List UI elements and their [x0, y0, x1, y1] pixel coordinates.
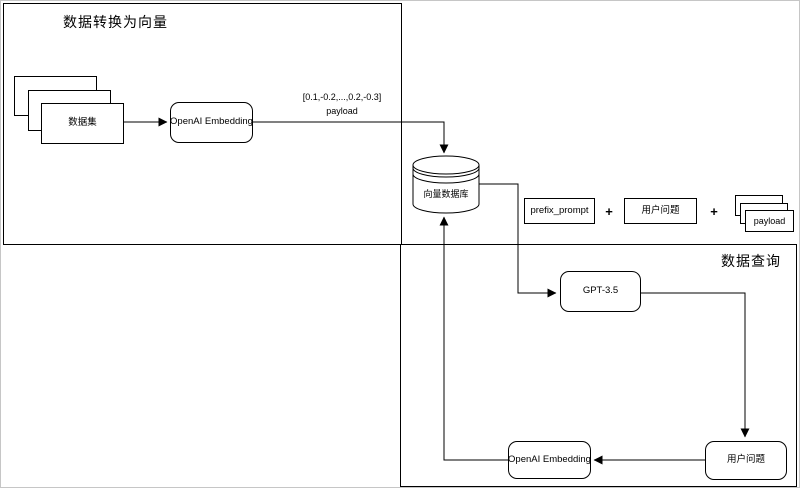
section-convert-box [3, 3, 402, 245]
payload-node: payload [745, 210, 794, 232]
openai-embedding-bottom-label: OpenAI Embedding [508, 453, 591, 465]
section-query-title: 数据查询 [721, 253, 781, 269]
vector-annotation: [0.1,-0.2,...,0.2,-0.3] payload [280, 90, 404, 118]
gpt35-node: GPT-3.5 [560, 271, 641, 312]
user-question-bottom-label: 用户问题 [726, 454, 765, 466]
plus-operator-2: + [710, 203, 718, 219]
connector-embedding-to-vectordb-up [439, 216, 508, 461]
section-convert-title: 数据转换为向量 [63, 14, 168, 30]
vector-annotation-payload: payload [326, 106, 358, 116]
user-question-bottom-node: 用户问题 [705, 441, 787, 480]
prefix-prompt-node: prefix_prompt [524, 198, 595, 224]
gpt35-label: GPT-3.5 [582, 285, 619, 297]
database-cylinder-icon [412, 155, 480, 214]
dataset-label: 数据集 [68, 117, 97, 129]
dataset-node: 数据集 [41, 103, 124, 144]
openai-embedding-top-node: OpenAI Embedding [170, 102, 253, 143]
user-question-mid-node: 用户问题 [624, 198, 697, 224]
vector-db-label: 向量数据库 [423, 189, 469, 199]
connector-vectordb-to-gpt [479, 183, 557, 298]
vector-annotation-values: [0.1,-0.2,...,0.2,-0.3] [302, 92, 382, 102]
openai-embedding-bottom-node: OpenAI Embedding [508, 441, 591, 479]
section-query-box [400, 244, 797, 487]
plus-operator-1: + [605, 203, 613, 219]
payload-label: payload [753, 215, 786, 226]
openai-embedding-top-label: OpenAI Embedding [170, 116, 253, 128]
connector-gpt-to-user-question [641, 292, 750, 438]
prefix-prompt-label: prefix_prompt [530, 204, 589, 216]
user-question-mid-label: 用户问题 [641, 204, 680, 216]
connector-embedding-to-vectordb [253, 121, 449, 154]
